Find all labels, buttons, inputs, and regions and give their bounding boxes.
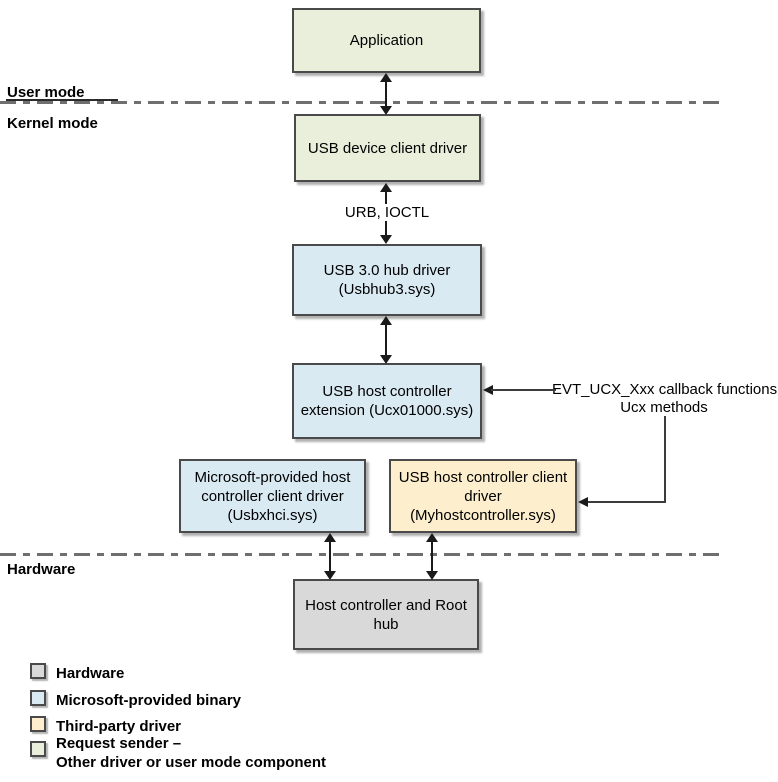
elbow-connector-vertical <box>664 416 666 503</box>
user-kernel-divider-line <box>0 101 722 104</box>
arrow-shaft <box>385 80 387 108</box>
usb3-hub-driver-label-line2: (Usbhub3.sys) <box>338 281 436 298</box>
arrowhead-down-icon <box>380 235 392 244</box>
application-box: Application <box>292 8 481 73</box>
arrowhead-up-icon <box>380 183 392 192</box>
arrowhead-up-icon <box>426 533 438 542</box>
legend-swatch-request-sender <box>30 741 46 757</box>
third-party-client-driver-label-line2: driver <box>464 487 502 505</box>
arrowhead-down-icon <box>324 571 336 580</box>
elbow-connector-horizontal <box>587 501 666 503</box>
ucx-methods-label: Ucx methods <box>620 399 708 416</box>
arrowhead-up-icon <box>380 73 392 82</box>
legend-label-request-sender: Request sender – Other driver or user mo… <box>56 734 326 772</box>
evt-callbacks-label: EVT_UCX_Xxx callback functions <box>552 381 778 398</box>
user-mode-label: User mode <box>7 84 85 101</box>
user-mode-underline <box>6 99 118 101</box>
microsoft-client-driver-label-line1: Microsoft-provided host <box>194 468 351 486</box>
arrow-shaft <box>431 540 433 573</box>
legend-swatch-third-party <box>30 716 46 732</box>
microsoft-client-driver-label-line3: (Usbxhci.sys) <box>227 506 318 524</box>
legend-swatch-microsoft-binary <box>30 690 46 706</box>
microsoft-client-driver-label-line2: controller client driver <box>201 487 344 505</box>
arrow-shaft <box>385 323 387 357</box>
legend-label-request-sender-line2: Other driver or user mode component <box>56 754 327 771</box>
legend-label-request-sender-line1: Request sender – <box>56 735 182 752</box>
ucx-extension-label-line1: USB host controller <box>322 383 452 400</box>
hardware-divider-line <box>0 553 722 556</box>
arrowhead-left-icon <box>578 497 588 507</box>
host-controller-box: Host controller and Root hub <box>293 579 479 650</box>
application-box-label: Application <box>349 32 424 49</box>
third-party-client-driver-label-line3: (Myhostcontroller.sys) <box>410 506 556 524</box>
microsoft-client-driver-box: Microsoft-provided host controller clien… <box>179 459 366 533</box>
host-controller-label-line1: Host controller and Root <box>305 596 467 614</box>
urb-ioctl-label: URB, IOCTL <box>340 204 434 221</box>
third-party-client-driver-label-line1: USB host controller client <box>398 468 568 486</box>
arrowhead-up-icon <box>380 316 392 325</box>
host-controller-label-line2: hub <box>373 615 399 633</box>
usb3-hub-driver-box: USB 3.0 hub driver (Usbhub3.sys) <box>292 244 482 316</box>
third-party-client-driver-box: USB host controller client driver (Myhos… <box>389 459 577 533</box>
arrow-shaft <box>329 540 331 573</box>
hardware-label: Hardware <box>7 561 76 578</box>
double-arrow-msclient-hostcontroller-icon <box>324 533 336 580</box>
arrowhead-down-icon <box>380 355 392 364</box>
arrowhead-left-icon <box>483 385 493 395</box>
evt-ucx-annotation: EVT_UCX_Xxx callback functions Ucx metho… <box>552 381 778 417</box>
arrowhead-down-icon <box>380 106 392 115</box>
usb3-hub-driver-label-line1: USB 3.0 hub driver <box>323 262 451 279</box>
ucx-extension-box: USB host controller extension (Ucx01000.… <box>292 363 482 439</box>
double-arrow-application-devclient-icon <box>380 73 392 115</box>
arrow-evt-to-ucx-extension-icon <box>483 385 556 395</box>
legend-label-third-party: Third-party driver <box>56 718 182 735</box>
usb-device-client-driver-box: USB device client driver <box>294 114 481 182</box>
arrowhead-up-icon <box>324 533 336 542</box>
kernel-mode-label: Kernel mode <box>7 115 98 132</box>
usb-device-client-driver-label: USB device client driver <box>307 139 468 157</box>
legend-label-hardware: Hardware <box>56 665 125 682</box>
double-arrow-hub-ucx-icon <box>380 316 392 364</box>
arrowhead-down-icon <box>426 571 438 580</box>
legend-label-microsoft-binary: Microsoft-provided binary <box>56 692 242 709</box>
ucx-extension-label-line2: extension (Ucx01000.sys) <box>300 402 474 419</box>
double-arrow-thirdparty-hostcontroller-icon <box>426 533 438 580</box>
legend-swatch-hardware <box>30 663 46 679</box>
arrow-shaft <box>491 389 556 391</box>
